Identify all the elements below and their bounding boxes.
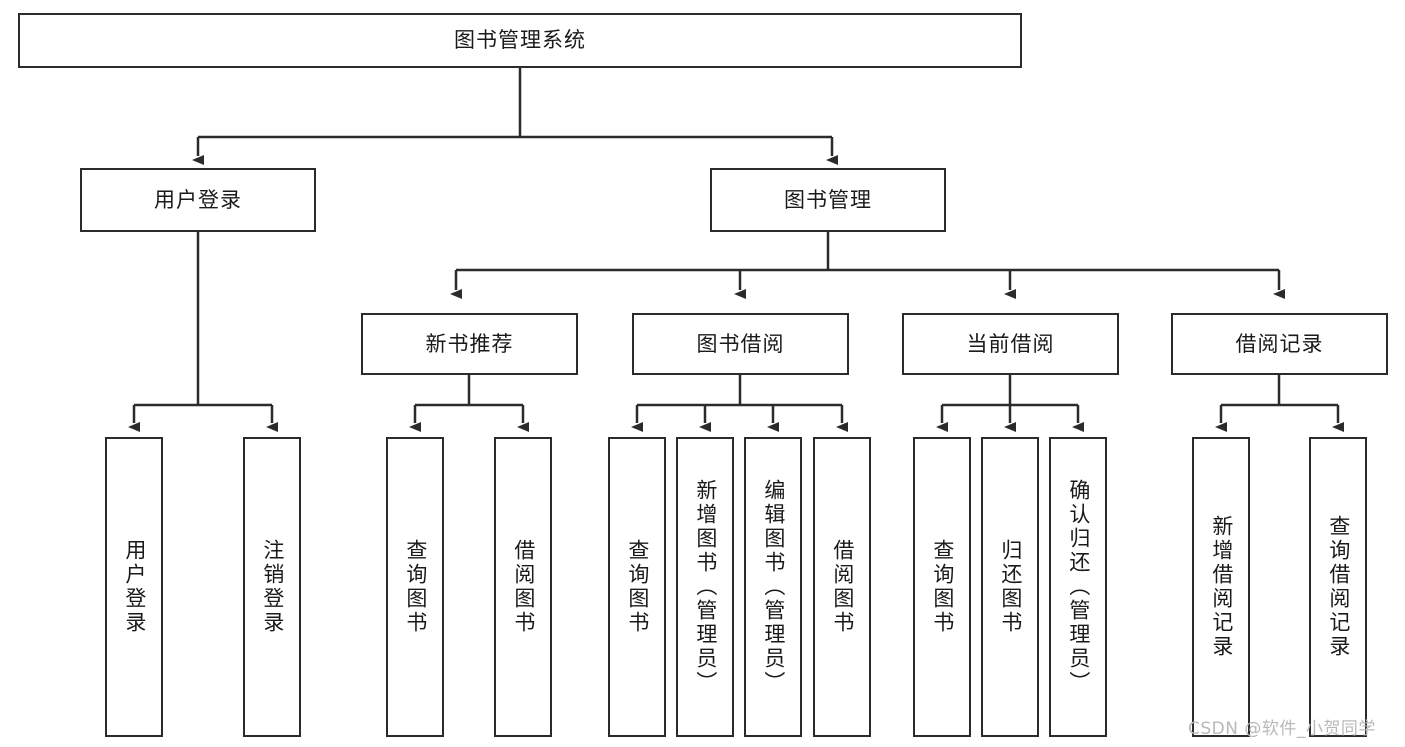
node-label: 图书借阅 xyxy=(696,331,785,356)
node-label: 查询图书 xyxy=(403,539,428,635)
node-label: 图书管理 xyxy=(784,187,872,212)
node-label: 新书推荐 xyxy=(425,331,514,356)
node-label: 查询图书 xyxy=(930,539,955,635)
leaf-borrow-record-add-record[interactable]: 新增借阅记录 xyxy=(1192,437,1250,737)
leaf-current-borrow-confirm-return-admin[interactable]: 确认归还（管理员） xyxy=(1049,437,1107,737)
node-label: 当前借阅 xyxy=(966,331,1055,356)
node-label: 新增借阅记录 xyxy=(1209,515,1234,659)
leaf-book-borrow-edit-book-admin[interactable]: 编辑图书（管理员） xyxy=(744,437,802,737)
node-label: 新增图书（管理员） xyxy=(693,479,718,695)
node-user-login[interactable]: 用户登录 xyxy=(80,168,316,232)
node-label: 借阅记录 xyxy=(1235,331,1324,356)
node-label: 用户登录 xyxy=(154,187,242,212)
leaf-current-borrow-return-book[interactable]: 归还图书 xyxy=(981,437,1039,737)
leaf-user-login-logout[interactable]: 注销登录 xyxy=(243,437,301,737)
leaf-book-borrow-borrow-book[interactable]: 借阅图书 xyxy=(813,437,871,737)
node-book-management-system[interactable]: 图书管理系统 xyxy=(18,13,1022,68)
leaf-book-borrow-add-book-admin[interactable]: 新增图书（管理员） xyxy=(676,437,734,737)
node-label: 确认归还（管理员） xyxy=(1066,479,1091,695)
node-label: 借阅图书 xyxy=(511,539,536,635)
node-label: 查询借阅记录 xyxy=(1326,515,1351,659)
leaf-current-borrow-query-book[interactable]: 查询图书 xyxy=(913,437,971,737)
csdn-watermark: CSDN @软件_小贺同学 xyxy=(1188,719,1376,739)
node-borrow-record[interactable]: 借阅记录 xyxy=(1171,313,1388,375)
leaf-new-book-query-book[interactable]: 查询图书 xyxy=(386,437,444,737)
node-label: 查询图书 xyxy=(625,539,650,635)
node-label: 图书管理系统 xyxy=(454,28,586,53)
node-book-management[interactable]: 图书管理 xyxy=(710,168,946,232)
node-label: 用户登录 xyxy=(122,539,147,635)
leaf-borrow-record-query-record[interactable]: 查询借阅记录 xyxy=(1309,437,1367,737)
node-label: 编辑图书（管理员） xyxy=(761,479,786,695)
leaf-book-borrow-query-book[interactable]: 查询图书 xyxy=(608,437,666,737)
node-label: 归还图书 xyxy=(998,539,1023,635)
node-new-book-recommend[interactable]: 新书推荐 xyxy=(361,313,578,375)
node-label: 注销登录 xyxy=(260,539,285,635)
leaf-new-book-borrow-book[interactable]: 借阅图书 xyxy=(494,437,552,737)
node-current-borrow[interactable]: 当前借阅 xyxy=(902,313,1119,375)
leaf-user-login-login[interactable]: 用户登录 xyxy=(105,437,163,737)
node-book-borrow[interactable]: 图书借阅 xyxy=(632,313,849,375)
node-label: 借阅图书 xyxy=(830,539,855,635)
